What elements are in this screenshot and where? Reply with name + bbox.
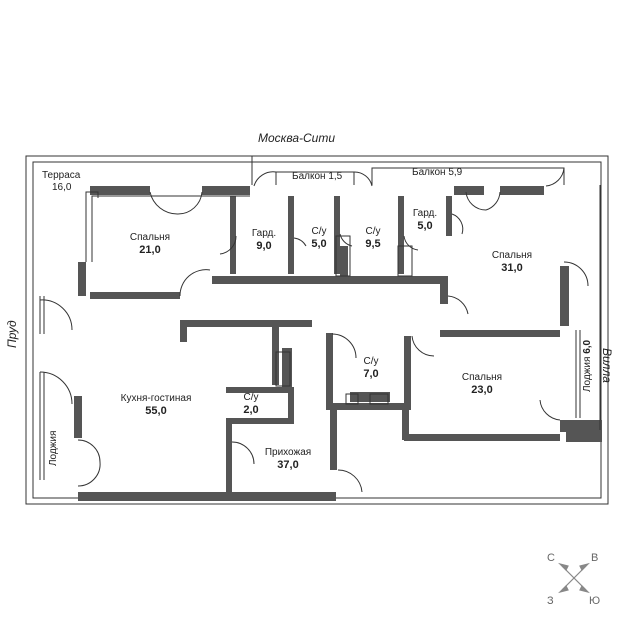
room-name: С/у: [365, 226, 381, 237]
room-wc-1: С/у 5,0: [311, 226, 326, 250]
room-area: 1,5: [328, 171, 343, 182]
compass-icon: [558, 562, 590, 594]
room-area: 5,0: [417, 220, 433, 232]
room-area: 6,0: [582, 339, 593, 354]
room-area: 23,0: [471, 384, 493, 396]
room-area: 16,0: [52, 182, 72, 193]
room-area: 9,0: [256, 240, 272, 252]
room-balcony-2: Балкон 5,9: [412, 167, 462, 179]
room-name: Гард.: [412, 208, 438, 219]
walls: [74, 186, 602, 501]
room-area: 55,0: [145, 405, 167, 417]
room-loggia-left: Лоджия: [48, 430, 59, 466]
room-name: Кухня-гостиная: [120, 393, 192, 404]
room-name: С/у: [363, 356, 379, 367]
room-name: Лоджия: [582, 356, 593, 392]
compass-east: В: [591, 552, 599, 564]
room-area: 21,0: [139, 244, 161, 256]
room-area: 5,9: [448, 167, 463, 178]
room-name: Терраса: [42, 170, 81, 181]
room-area: 37,0: [277, 459, 299, 471]
room-area: 7,0: [363, 368, 379, 380]
room-area: 31,0: [501, 262, 523, 274]
room-name: С/у: [243, 392, 259, 403]
door-swings: [39, 167, 589, 493]
orientation-top: Москва-Сити: [258, 131, 336, 145]
room-wc-4: С/у 2,0: [243, 392, 258, 416]
room-bedroom-2: Спальня 31,0: [492, 250, 532, 274]
orientation-left: Пруд: [5, 320, 19, 348]
sanitary-fixtures: [275, 235, 413, 405]
room-name: Балкон: [412, 167, 446, 178]
room-area: 9,5: [365, 238, 381, 250]
room-terrace: Терраса 16,0: [42, 170, 80, 194]
orientation-right: Вилла: [600, 348, 614, 383]
room-wc-3: С/у 7,0: [363, 356, 378, 380]
room-wc-2: С/у 9,5: [365, 226, 380, 250]
room-kitchen-living: Кухня-гостиная 55,0: [121, 393, 192, 417]
compass-west: З: [547, 595, 554, 607]
room-wardrobe-2: Гард. 5,0: [413, 208, 437, 232]
room-loggia-right: Лоджия 6,0: [582, 340, 593, 392]
room-area: 2,0: [243, 404, 259, 416]
compass-south: Ю: [589, 595, 601, 607]
room-bedroom-3: Спальня 23,0: [462, 372, 502, 396]
room-hall: Прихожая 37,0: [265, 447, 311, 471]
room-name: Спальня: [491, 250, 533, 261]
compass-north: С: [547, 552, 555, 564]
room-name: Гард.: [251, 228, 277, 239]
room-wardrobe-1: Гард. 9,0: [252, 228, 276, 252]
terrace-outline: [85, 167, 601, 430]
room-name: Спальня: [129, 232, 171, 243]
room-bedroom-1: Спальня 21,0: [130, 232, 170, 256]
room-name: Спальня: [461, 372, 503, 383]
room-balcony-1: Балкон 1,5: [292, 171, 342, 183]
room-name: Балкон: [292, 171, 326, 182]
room-area: 5,0: [311, 238, 327, 250]
room-name: Прихожая: [264, 447, 312, 458]
room-name: С/у: [311, 226, 327, 237]
